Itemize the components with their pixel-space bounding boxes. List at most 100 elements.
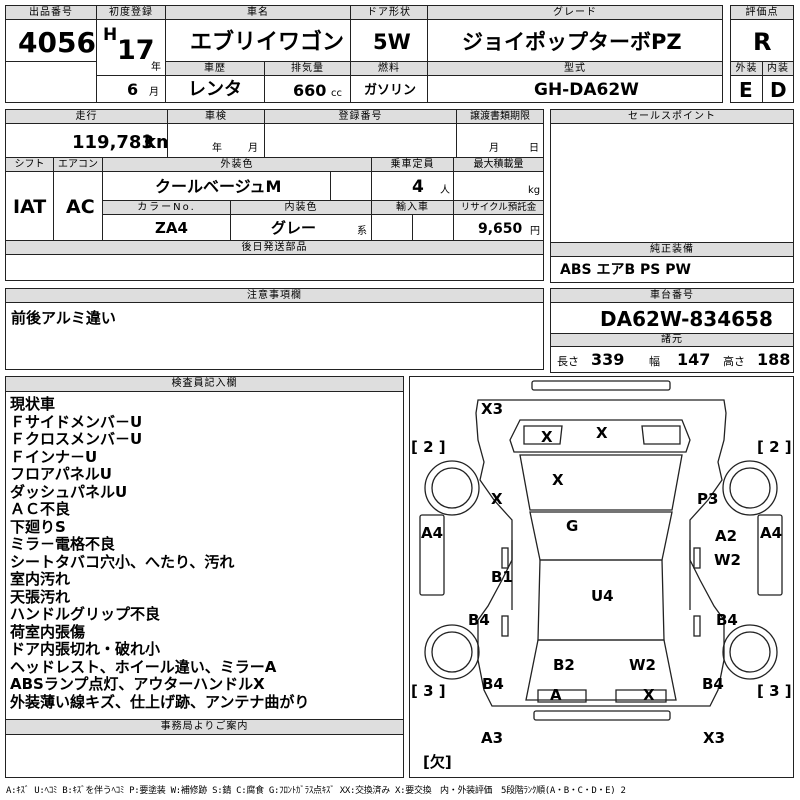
mark-lamp-left: A — [550, 686, 562, 704]
mark-hood: X — [552, 471, 564, 489]
fuel-value: ガソリン — [364, 83, 417, 98]
inspector-note-line: ドア内張切れ・破れ小 — [10, 640, 161, 658]
color-number-value: ZA4 — [155, 219, 188, 237]
recycle-fee-unit: 円 — [530, 226, 540, 237]
inspector-note-line: 外装薄い線キズ、仕上げ跡、アンテナ曲がり — [10, 692, 310, 711]
bracket-rear-left: [ 3 ] — [411, 682, 446, 700]
capacity-unit: 人 — [440, 185, 450, 196]
shift-value: IAT — [13, 196, 47, 218]
width-label: 幅 — [649, 355, 660, 368]
mark-center: U4 — [591, 587, 614, 605]
inspector-note-line: 下廻りS — [10, 517, 66, 536]
inspector-note-line: フロアパネルU — [10, 465, 112, 483]
body-outline — [475, 399, 727, 707]
mark-quarter-right: B4 — [702, 675, 724, 693]
height-value: 188 — [757, 350, 791, 369]
exterior-color-value: クールベージュM — [155, 177, 282, 196]
inspector-note-line: Ｆサイドメンバ－U — [10, 412, 143, 431]
mark-fender-left: X — [491, 490, 503, 508]
displacement-unit: cc — [331, 88, 342, 99]
notes-text: 前後アルミ違い — [11, 309, 116, 327]
month-unit: 月 — [149, 87, 159, 98]
wheel-front-right — [722, 460, 778, 516]
interior-color-unit: 系 — [357, 226, 367, 237]
model-value: GH-DA62W — [534, 80, 639, 100]
mark-rear-bumper-right: X3 — [703, 729, 726, 747]
inspector-note-line: ダッシュパネルU — [10, 482, 128, 501]
mark-door-front-left: A4 — [421, 524, 444, 542]
month-value: 6 — [127, 80, 139, 99]
send-later-cell — [5, 254, 544, 281]
inspector-note-line: Ｆクロスメンバ－U — [10, 430, 143, 448]
mark-front-bumper: X3 — [481, 400, 504, 418]
notes-cell: 前後アルミ違い — [5, 302, 544, 370]
inspector-note-line: ヘッドレスト、ホイール違い、ミラーA — [10, 657, 277, 676]
recycle-fee-value: 9,650 — [478, 221, 523, 237]
length-value: 339 — [591, 350, 625, 369]
inspector-note-line: 現状車 — [10, 395, 56, 413]
wheel-rear-right — [722, 624, 778, 680]
mark-fender-right: P3 — [697, 490, 719, 508]
wheel-rear-left — [424, 624, 480, 680]
inspector-note-line: ＡＣ不良 — [10, 500, 71, 518]
door-right-outline — [757, 514, 783, 596]
mark-rear-left: B2 — [553, 656, 575, 674]
inspector-note-line: ABSランプ点灯、アウターハンドルX — [10, 675, 265, 693]
lot-number: 4056 — [18, 26, 96, 59]
length-label: 長さ — [557, 355, 579, 368]
missing-box: [欠] — [423, 752, 456, 774]
mark-windshield-right: X — [596, 424, 608, 442]
year-value: 17 — [117, 35, 155, 66]
displacement-cell: 660 cc — [264, 75, 351, 103]
transfer-month-unit: 月 — [489, 143, 499, 154]
door-left-outline — [419, 514, 445, 596]
office-cell — [5, 734, 404, 778]
bracket-front-left: [ 2 ] — [411, 438, 446, 456]
mark-quarter-left: B4 — [482, 675, 504, 693]
capacity-value: 4 — [412, 177, 424, 197]
mark-step-left: B4 — [468, 611, 490, 629]
inspector-note-line: ミラ－電格不良 — [10, 535, 116, 553]
mark-step-right: B4 — [716, 611, 738, 629]
history-value: レンタ — [188, 79, 242, 100]
inspector-note-line: 天張汚れ — [10, 587, 71, 606]
bracket-rear-right: [ 3 ] — [757, 682, 792, 700]
mark-pillar-right: W2 — [714, 551, 741, 569]
equipment-value: ABS エアB PS PW — [560, 262, 691, 278]
door-value: 5W — [373, 30, 411, 54]
mark-rear-bumper-left: A3 — [481, 729, 504, 747]
score-value: R — [753, 28, 772, 56]
interior-grade: D — [770, 78, 787, 102]
rear-bumper-outline — [533, 710, 671, 721]
mileage-value: 119,783 — [72, 132, 154, 153]
damage-diagram-panel — [409, 376, 794, 778]
windshield-outline — [519, 454, 683, 511]
chassis-number: DA62W-834658 — [600, 307, 773, 331]
wheel-front-left — [424, 460, 480, 516]
interior-grade-cell: D — [762, 75, 794, 103]
grade-value: ジョイポップターボPZ — [462, 30, 682, 54]
inspector-note-line: シートタバコ穴小、へたり、汚れ — [10, 552, 235, 571]
legend: A:ｷｽﾞ U:ﾍｺﾐ B:ｷｽﾞを伴うﾍｺﾐ P:要塗装 W:補修跡 S:錆 … — [6, 786, 626, 796]
inspection-year-unit: 年 — [212, 143, 222, 154]
car-name: エブリイワゴン — [190, 30, 345, 55]
bracket-front-right: [ 2 ] — [757, 438, 792, 456]
spec-cell: 長さ 339 幅 147 高さ 188 — [550, 346, 794, 373]
exterior-grade: E — [739, 78, 753, 102]
mark-windshield-left: X — [541, 428, 553, 446]
aircon-value: AC — [66, 196, 95, 218]
front-bumper-outline — [531, 380, 671, 391]
mark-roof: G — [566, 517, 579, 535]
missing-label: [欠] — [423, 753, 452, 771]
mark-lamp-right: X — [643, 686, 655, 704]
mileage-unit: km — [144, 132, 167, 153]
inspector-note-line: 室内汚れ — [10, 570, 71, 588]
inspector-note-line: ハンドルグリップ不良 — [10, 605, 161, 623]
inspector-note-line: 荷室内張傷 — [10, 622, 86, 641]
width-value: 147 — [677, 350, 711, 369]
displacement-value: 660 — [293, 81, 327, 100]
inspection-month-unit: 月 — [248, 143, 258, 154]
era-value: H — [103, 25, 118, 45]
